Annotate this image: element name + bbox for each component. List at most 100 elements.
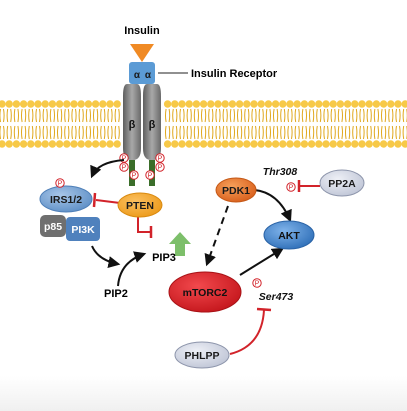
lipid-tail [0, 125, 1, 140]
lipid-tail [85, 108, 88, 123]
lipid-tail [197, 108, 199, 123]
lipid-tail [291, 108, 293, 123]
lipid-tail [291, 125, 293, 140]
lipid-tail [219, 125, 221, 140]
lipid-tail [388, 108, 390, 123]
lipid-head [63, 140, 71, 148]
lipid-tail [359, 125, 361, 140]
lipid-head [48, 100, 57, 108]
lipid-head [372, 100, 381, 108]
phlpp-inhibits-ser473-bar [256, 307, 272, 312]
lipid-tail [193, 125, 196, 140]
lipid-tail [89, 125, 91, 140]
lipid-tail [381, 125, 383, 140]
lipid-tail [118, 125, 120, 140]
lipid-tail [186, 108, 189, 123]
lipid-tail [179, 108, 181, 123]
lipid-head [235, 140, 244, 148]
lipid-tail [10, 108, 12, 123]
lipid-head [315, 140, 323, 148]
phospho-label: P [122, 155, 127, 162]
lipid-tail [28, 108, 30, 123]
lipid-tail [316, 125, 318, 140]
lipid-tail [78, 108, 81, 123]
lipid-tail [370, 125, 372, 140]
lipid-tail [114, 125, 117, 140]
lipid-tail [273, 125, 275, 140]
lipid-head [271, 140, 280, 148]
lipid-tail [391, 108, 394, 123]
lipid-head [63, 100, 71, 108]
lipid-tail [262, 125, 264, 140]
pdk1-label: PDK1 [222, 185, 250, 197]
lipid-tail [100, 108, 102, 123]
node-phlpp: PHLPP [174, 341, 230, 369]
lipid-tail [229, 125, 232, 140]
lipid-head [351, 140, 359, 148]
lipid-head [221, 100, 229, 108]
lipid-tail [327, 125, 329, 140]
lipid-tail [165, 125, 167, 140]
lipid-tail [60, 125, 63, 140]
pi3k-label: PI3K [71, 224, 95, 236]
lipid-head [307, 140, 316, 148]
lipid-tail [399, 125, 401, 140]
lipid-tail [226, 125, 228, 140]
lipid-tail [96, 125, 99, 140]
lipid-head [163, 140, 172, 148]
lipid-tail [201, 125, 203, 140]
lipid-tail [265, 125, 268, 140]
lipid-tail [35, 108, 37, 123]
lipid-tail [255, 108, 257, 123]
lipid-tail [309, 125, 311, 140]
lipid-head [271, 100, 280, 108]
lipid-tail [100, 125, 102, 140]
pten-inhibits-irs [95, 199, 121, 204]
insulin-receptor [123, 44, 161, 186]
lipid-tail [305, 108, 307, 123]
lipid-tail [287, 108, 289, 123]
lipid-head [192, 100, 201, 108]
pathway-edges [90, 159, 320, 355]
lipid-head [106, 140, 114, 148]
lipid-tail [294, 125, 297, 140]
lipid-tail [107, 125, 109, 140]
lipid-tail [53, 108, 55, 123]
lipid-tail [208, 125, 210, 140]
lipid-tail [402, 108, 405, 123]
lipid-tail [283, 125, 286, 140]
lipid-tail [366, 108, 369, 123]
phospho-label: P [148, 172, 153, 179]
lipid-head [12, 140, 21, 148]
lipid-tail [211, 125, 214, 140]
lipid-tail [17, 108, 19, 123]
lipid-tail [337, 108, 340, 123]
lipid-tail [42, 125, 45, 140]
alpha-left-label: α [134, 70, 141, 81]
lipid-tail [21, 108, 23, 123]
lipid-tail [319, 108, 322, 123]
lipid-tail [298, 125, 300, 140]
lipid-tail [49, 125, 52, 140]
lipid-tail [294, 108, 297, 123]
lipid-tail [258, 125, 261, 140]
lipid-head [19, 100, 28, 108]
lipid-tail [222, 125, 225, 140]
lipid-head [379, 140, 388, 148]
lipid-tail [204, 108, 207, 123]
lipid-tail [175, 108, 178, 123]
pip3-label: PIP3 [152, 252, 176, 264]
lipid-tail [3, 108, 5, 123]
lipid-head [379, 100, 388, 108]
lipid-head [207, 100, 215, 108]
lipid-head [113, 100, 121, 108]
pdk1-to-mtorc2-dashed [204, 205, 229, 267]
lipid-tail [46, 108, 48, 123]
lipid-tail [186, 125, 189, 140]
lipid-tail [337, 125, 340, 140]
lipid-head [84, 100, 93, 108]
lipid-tail [111, 108, 113, 123]
lipid-head [293, 100, 301, 108]
lipid-tail [309, 108, 311, 123]
